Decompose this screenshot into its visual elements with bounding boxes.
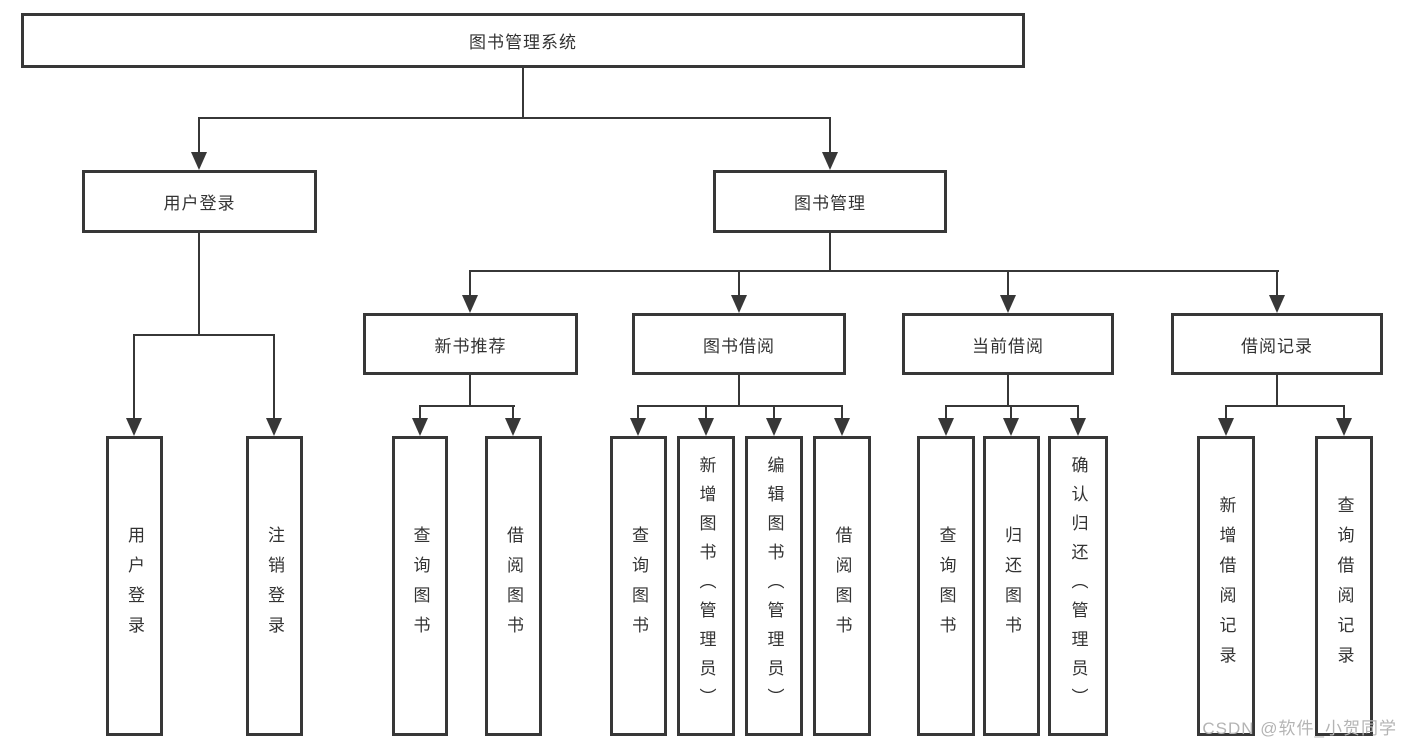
leaf-label: 查询图书 <box>410 526 430 646</box>
arrow-to-leaf-logout <box>266 334 282 436</box>
arrow-to-query-book-1 <box>412 405 428 436</box>
node-label: 用户登录 <box>163 194 236 213</box>
arrow-to-user-login <box>191 117 207 170</box>
leaf-label: 借阅图书 <box>504 526 523 646</box>
node-label: 借阅记录 <box>1241 336 1313 356</box>
arrow-to-add-record <box>1218 405 1234 436</box>
connector-book-mgmt-stem <box>829 233 831 272</box>
connector-user-login-stem <box>198 233 200 336</box>
connector-current-borrow-rail <box>945 405 1079 407</box>
leaf-borrow-book-1: 借阅图书 <box>485 436 542 736</box>
arrow-to-confirm-return <box>1070 405 1086 436</box>
leaf-query-book-1: 查询图书 <box>392 436 448 736</box>
node-current-borrowing: 当前借阅 <box>902 313 1114 375</box>
arrow-to-book-mgmt <box>822 117 838 170</box>
node-label: 当前借阅 <box>972 336 1044 356</box>
node-new-book-recommend: 新书推荐 <box>363 313 578 375</box>
connector-root-stem <box>522 68 524 118</box>
node-book-management: 图书管理 <box>713 170 947 233</box>
node-borrowing-records: 借阅记录 <box>1171 313 1383 375</box>
leaf-add-book-admin: 新增图书（管理员） <box>677 436 735 736</box>
connector-borrow-records-stem <box>1276 375 1278 407</box>
leaf-label: 查询图书 <box>629 526 648 646</box>
node-label: 新书推荐 <box>434 336 507 356</box>
leaf-label: 借阅图书 <box>832 526 852 646</box>
leaf-label: 确认归还（管理员） <box>1068 455 1088 717</box>
leaf-label: 新增图书（管理员） <box>696 455 716 717</box>
arrow-to-leaf-user-login <box>126 334 142 436</box>
leaf-query-borrow-record: 查询借阅记录 <box>1315 436 1373 736</box>
leaf-confirm-return-admin: 确认归还（管理员） <box>1048 436 1108 736</box>
connector-current-borrow-stem <box>1007 375 1009 407</box>
arrow-to-current-borrow <box>1000 270 1016 313</box>
node-label: 图书管理系统 <box>469 33 577 52</box>
connector-user-login-rail <box>133 334 275 336</box>
leaf-query-book-2: 查询图书 <box>610 436 667 736</box>
arrow-to-borrow-book-2 <box>834 405 850 436</box>
node-label: 图书借阅 <box>703 336 775 356</box>
leaf-label: 归还图书 <box>1002 526 1021 646</box>
leaf-label: 查询借阅记录 <box>1334 496 1354 676</box>
leaf-user-login: 用户登录 <box>106 436 163 736</box>
connector-new-book-stem <box>469 375 471 407</box>
leaf-edit-book-admin: 编辑图书（管理员） <box>745 436 803 736</box>
node-label: 图书管理 <box>794 194 866 213</box>
leaf-borrow-book-2: 借阅图书 <box>813 436 871 736</box>
connector-borrow-records-rail <box>1225 405 1344 407</box>
csdn-watermark: CSDN @软件_小贺同学 <box>1202 719 1397 738</box>
arrow-to-add-book <box>698 405 714 436</box>
arrow-to-new-book-rec <box>462 270 478 313</box>
arrow-to-query-book-2 <box>630 405 646 436</box>
leaf-logout: 注销登录 <box>246 436 303 736</box>
leaf-return-book: 归还图书 <box>983 436 1040 736</box>
leaf-add-borrow-record: 新增借阅记录 <box>1197 436 1255 736</box>
leaf-label: 用户登录 <box>125 526 144 646</box>
arrow-to-edit-book <box>766 405 782 436</box>
leaf-label: 新增借阅记录 <box>1216 496 1236 676</box>
arrow-to-book-borrow <box>731 270 747 313</box>
arrow-to-query-book-3 <box>938 405 954 436</box>
node-library-system: 图书管理系统 <box>21 13 1025 68</box>
arrow-to-borrow-book-1 <box>505 405 521 436</box>
connector-book-mgmt-rail <box>469 270 1279 272</box>
leaf-query-book-3: 查询图书 <box>917 436 975 736</box>
connector-new-book-rail <box>419 405 515 407</box>
node-book-borrowing: 图书借阅 <box>632 313 846 375</box>
arrow-to-return-book <box>1003 405 1019 436</box>
arrow-to-query-record <box>1336 405 1352 436</box>
leaf-label: 注销登录 <box>265 526 284 646</box>
connector-root-rail <box>199 117 831 119</box>
leaf-label: 查询图书 <box>936 526 956 646</box>
arrow-to-borrow-records <box>1269 270 1285 313</box>
connector-book-borrow-stem <box>738 375 740 407</box>
leaf-label: 编辑图书（管理员） <box>764 455 784 717</box>
node-user-login: 用户登录 <box>82 170 317 233</box>
connector-book-borrow-rail <box>637 405 843 407</box>
